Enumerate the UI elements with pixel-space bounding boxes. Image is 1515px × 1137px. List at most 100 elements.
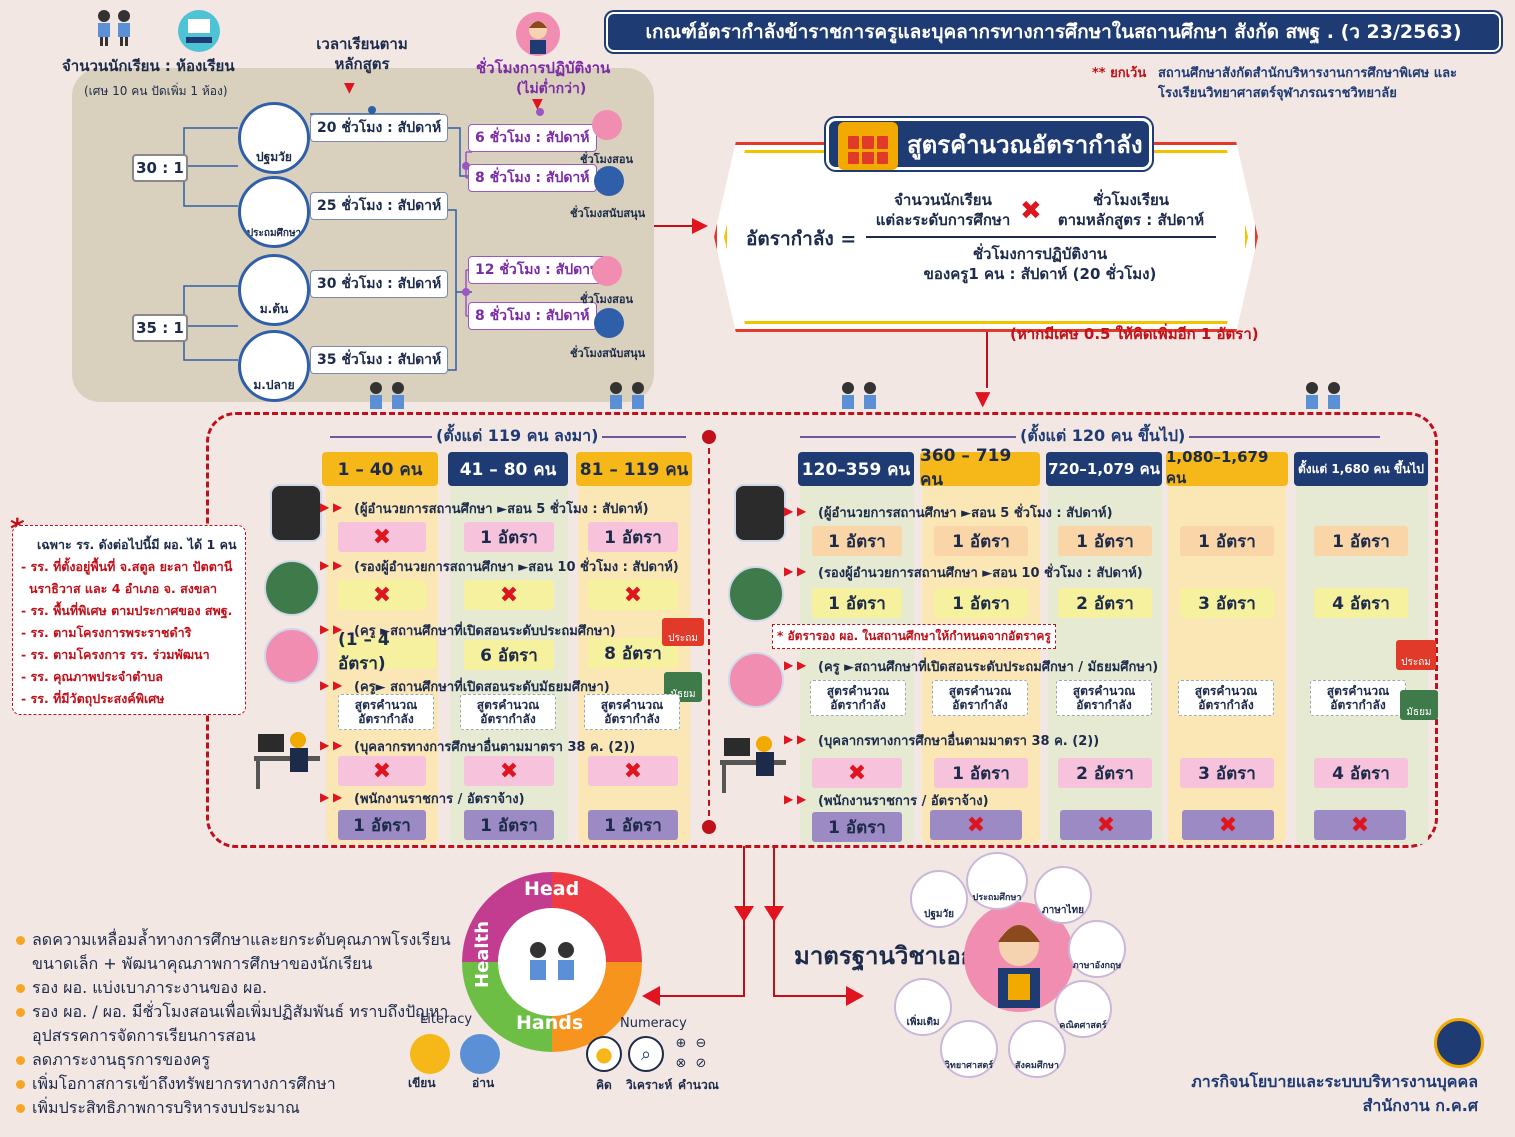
hours-primary: 25 ชั่วโมง : สัปดาห์: [310, 192, 449, 220]
formula-text: ของครู1 คน : สัปดาห์ (20 ชั่วโมง): [923, 265, 1157, 283]
subject-label: ปฐมวัย: [924, 909, 954, 920]
cell-employee: 1 อัตรา: [464, 810, 554, 840]
red-arrow-icon: ▶ ▶: [320, 678, 343, 692]
role-staff-label: (บุคลากรทางการศึกษาอื่นตามมาตรา 38 ค. (2…: [354, 740, 636, 755]
role-director-label: (ผู้อำนวยการสถานศึกษา ►สอน 5 ชั่วโมง : ส…: [818, 506, 1113, 521]
subject-label: สังคมศึกษา: [1015, 1061, 1059, 1071]
large-schools-label: (ตั้งแต่ 120 คน ขึ้นไป): [1016, 424, 1190, 449]
literacy-label: Literacy: [420, 1012, 473, 1027]
benefits-list: ลดความเหลื่อมล้ำทางการศึกษาและยกระดับคุณ…: [16, 928, 456, 1120]
formula-text: สูตรคำนวณ: [1326, 684, 1390, 698]
fraction-bar: [866, 236, 1216, 238]
role-employee-label: (พนักงานราชการ / อัตราจ้าง): [354, 792, 525, 807]
teaching-icon: [592, 256, 622, 286]
red-arrow-icon: ▶ ▶: [784, 792, 807, 806]
support-icon: [594, 308, 624, 338]
subject-english: ภาษาอังกฤษ: [1068, 920, 1126, 978]
connector-line: [986, 332, 988, 388]
red-arrow-icon: ▶ ▶: [320, 500, 343, 514]
hours-upper-secondary: 35 ชั่วโมง : สัปดาห์: [310, 346, 449, 374]
support-icon: [594, 166, 624, 196]
school-secondary-icon: มัธยม: [1400, 690, 1438, 720]
formula-text: ตามหลักสูตร : สัปดาห์: [1057, 211, 1205, 229]
calculate-label: คำนวณ: [678, 1078, 719, 1092]
cell-staff: 4 อัตรา: [1314, 758, 1408, 788]
cell-deputy: 1 อัตรา: [812, 588, 902, 618]
red-arrow-icon: ▶ ▶: [784, 564, 807, 578]
subject-math: คณิตศาสตร์: [1054, 980, 1112, 1038]
footer-line1: ภารกิจนโยบายและระบบบริหารงานบุคคล: [1191, 1072, 1478, 1091]
teacher-icon: [264, 628, 320, 684]
ring-hands: Hands: [516, 1012, 584, 1034]
think-label: คิด: [596, 1078, 612, 1092]
ring-heart: Heart: [577, 930, 598, 987]
read-label: อ่าน: [472, 1076, 495, 1090]
practice-min-label: (ไม่ต่ำกว่า): [516, 81, 587, 97]
cell-formula: สูตรคำนวณอัตรากำลัง: [338, 694, 434, 730]
note-line: - รร. พื้นที่พิเศษ ตามประกาศของ สพฐ.: [21, 603, 233, 618]
analyze-label: วิเคราะห์: [626, 1078, 673, 1092]
cell-formula: สูตรคำนวณอัตรากำลัง: [460, 694, 556, 730]
flow-arrows: [642, 846, 864, 1006]
red-arrow-icon: ▶ ▶: [320, 558, 343, 572]
note-line: - รร. คุณภาพประจำตำบล: [21, 669, 163, 684]
formula-text: อัตรากำลัง: [1330, 698, 1386, 712]
note-line: - รร. ตามโครงการพระราชดำริ: [21, 625, 192, 640]
note-line: เฉพาะ รร. ดังต่อไปนี้มี ผอ. ได้ 1 คน: [37, 537, 237, 552]
level-preschool-icon: ปฐมวัย: [238, 102, 310, 174]
cell-deputy: ✖: [464, 580, 554, 610]
formula-text: อัตรากำลัง: [604, 712, 660, 726]
cell-formula: สูตรคำนวณอัตรากำลัง: [584, 694, 680, 730]
formula-lhs: อัตรากำลัง =: [746, 228, 857, 250]
divider: [708, 438, 710, 826]
cell-staff: 2 อัตรา: [1058, 758, 1152, 788]
cell-director: 1 อัตรา: [1058, 526, 1152, 556]
reader-icon: [460, 1034, 500, 1074]
footer-line2: สำนักงาน ก.ค.ศ: [1362, 1096, 1478, 1115]
formula-text: อัตรากำลัง: [1198, 698, 1254, 712]
note-line: - รร. ที่ตั้งอยู่พื้นที่ จ.สตูล ยะลา ปัต…: [21, 559, 233, 574]
formula-text: อัตรากำลัง: [830, 698, 886, 712]
deputy-icon: [264, 560, 320, 616]
cell-formula: สูตรคำนวณอัตรากำลัง: [932, 680, 1028, 716]
write-label: เขียน: [408, 1076, 436, 1090]
red-arrow-icon: ▶ ▶: [784, 658, 807, 672]
cell-staff: ✖: [338, 756, 426, 786]
tag-label: มัธยม: [1406, 707, 1432, 718]
calculate-icon: ⊕⊖⊗⊘: [675, 1036, 707, 1071]
four-h-ring: [462, 872, 642, 1052]
teaching-icon: [592, 110, 622, 140]
cell-director: 1 อัตรา: [588, 522, 678, 552]
work-hours-teaching-primary: 6 ชั่วโมง : สัปดาห์: [468, 124, 597, 152]
down-arrow-icon: ▼: [344, 80, 355, 96]
column-header: 1 – 40 คน: [322, 452, 438, 486]
work-type-label: ชั่วโมงสอน: [580, 293, 634, 306]
formula-text: จำนวนนักเรียน: [894, 191, 992, 209]
formula-text: สูตรคำนวณ: [826, 684, 890, 698]
formula-text: แต่ละระดับการศึกษา: [875, 211, 1011, 229]
note-line: - รร. ตามโครงการ รร. ร่วมพัฒนา: [21, 647, 210, 662]
cell-staff: ✖: [588, 756, 678, 786]
ratio-secondary: 35 : 1: [132, 314, 188, 342]
subject-label: ประถมศึกษา: [972, 893, 1022, 903]
level-label: ปฐมวัย: [252, 148, 296, 167]
cell-deputy: 3 อัตรา: [1180, 588, 1274, 618]
cell-staff: ✖: [812, 758, 902, 788]
cell-employee: ✖: [1182, 810, 1274, 840]
cell-deputy: ✖: [338, 580, 426, 610]
red-arrow-icon: ▶ ▶: [784, 504, 807, 518]
students-icon: [836, 380, 884, 424]
role-deputy-label: (รองผู้อำนวยการสถานศึกษา ►สอน 10 ชั่วโมง…: [818, 566, 1143, 581]
ratio-primary: 30 : 1: [132, 154, 188, 182]
formula-text: อัตรากำลัง: [952, 698, 1008, 712]
cell-director: ✖: [338, 522, 426, 552]
level-upper-secondary-icon: ม.ปลาย: [238, 330, 310, 402]
subject-label: คณิตศาสตร์: [1059, 1021, 1107, 1031]
formula-denominator: ชั่วโมงการปฏิบัติงาน ของครู1 คน : สัปดาห…: [880, 244, 1200, 284]
down-arrow-icon: ▼: [975, 386, 991, 410]
cell-staff: 3 อัตรา: [1180, 758, 1274, 788]
divider-dot: [702, 820, 716, 834]
subject-science: วิทยาศาสตร์: [940, 1020, 998, 1078]
formula-numerator-left: จำนวนนักเรียน แต่ละระดับการศึกษา: [868, 190, 1018, 230]
cell-formula: สูตรคำนวณอัตรากำลัง: [1056, 680, 1152, 716]
